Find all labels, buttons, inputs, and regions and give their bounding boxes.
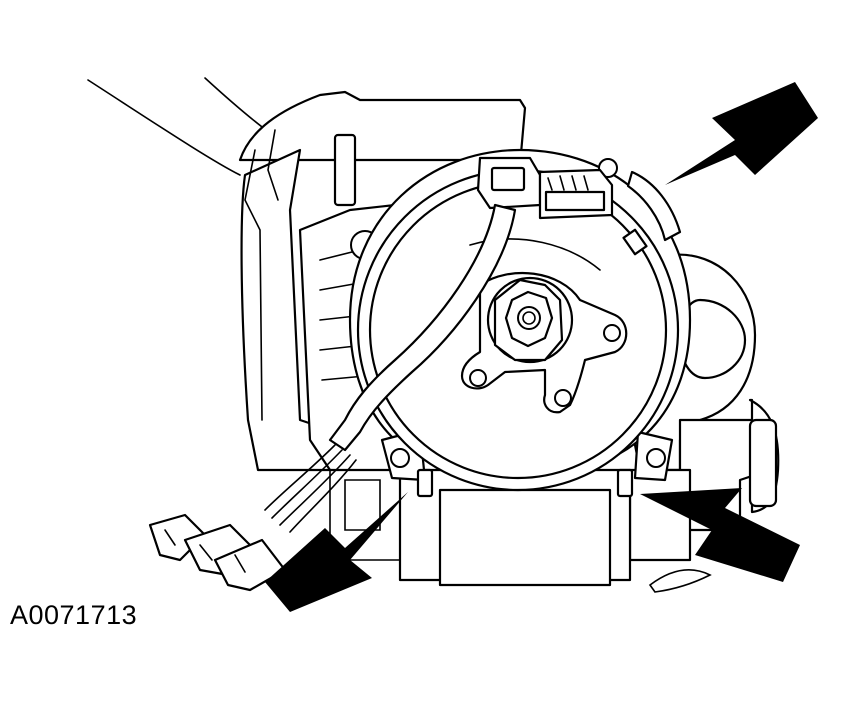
arrow-lower-right	[640, 488, 800, 582]
figure-caption: A0071713	[10, 600, 138, 630]
lower-right-retaining-clip	[616, 468, 634, 498]
lower-base	[329, 468, 632, 587]
hub-plate	[460, 271, 628, 414]
arrow-upper-right	[665, 82, 818, 185]
upper-right-retaining-clip	[622, 170, 682, 256]
top-connectors	[476, 156, 614, 220]
arrow-lower-left	[265, 492, 408, 612]
lower-left-retaining-clip	[416, 468, 434, 498]
